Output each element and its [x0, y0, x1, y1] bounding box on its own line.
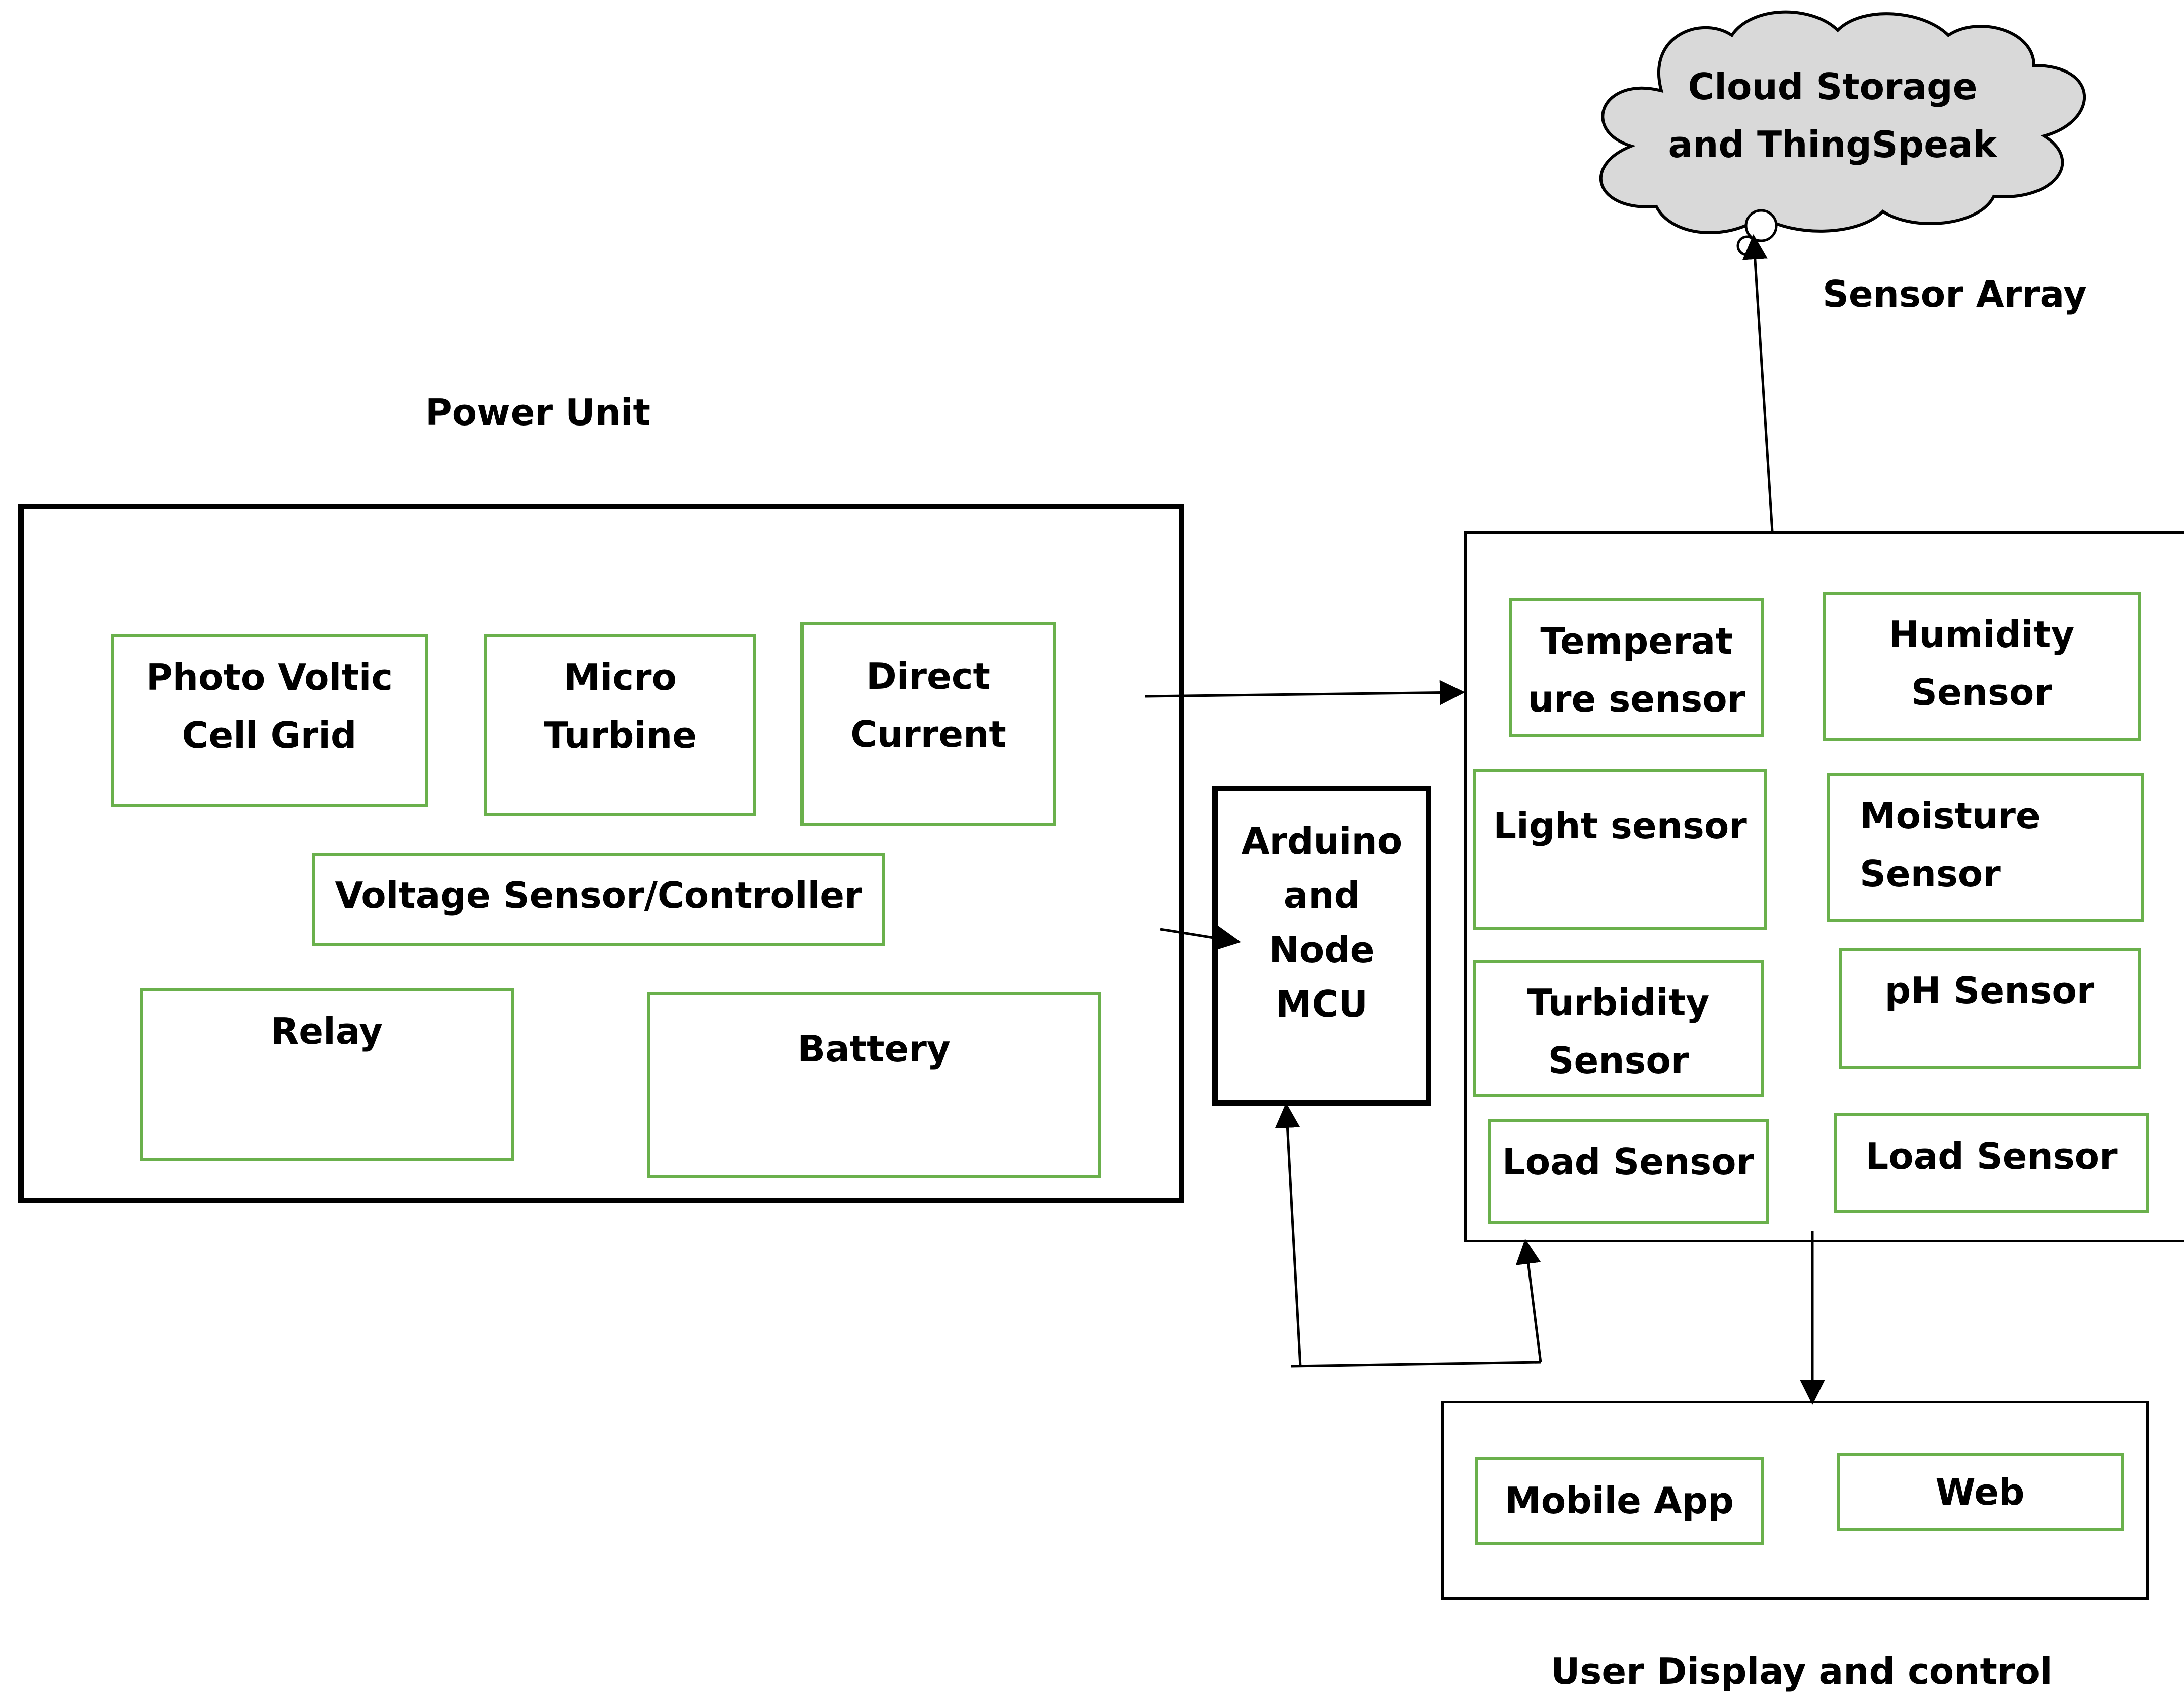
turbidity-sensor: Turbidity Sensor [1473, 960, 1764, 1097]
user-display-container [1441, 1401, 2149, 1600]
light-sensor: Light sensor [1473, 769, 1767, 930]
moisture-line2: Sensor [1860, 853, 2001, 895]
load-sensor-1-label: Load Sensor [1502, 1141, 1755, 1183]
ph-sensor-label: pH Sensor [1884, 969, 2095, 1012]
arduino-node-mcu: Arduino and Node MCU [1212, 786, 1431, 1106]
cloud-shape [1599, 10, 2086, 256]
relay: Relay [140, 988, 514, 1161]
light-sensor-label: Light sensor [1493, 805, 1747, 847]
power-unit-container [18, 504, 1184, 1203]
load-sensor-2-label: Load Sensor [1865, 1135, 2118, 1177]
temperature-line2: ure sensor [1527, 678, 1745, 721]
sensor-array-label: Sensor Array [1823, 273, 2087, 315]
power-unit-label: Power Unit [425, 391, 650, 434]
direct-current: Direct Current [800, 622, 1056, 826]
humidity-line2: Sensor [1911, 671, 2052, 714]
photovoltic-line2: Cell Grid [182, 714, 357, 757]
arrow-to-arduino-bottom [1275, 1103, 1302, 1367]
moisture-sensor: Moisture Sensor [1827, 773, 2144, 922]
arrow-to-sensor-array-bottom [1515, 1239, 1542, 1363]
arduino-line2: and [1283, 874, 1360, 916]
arduino-line3: Node [1269, 929, 1375, 971]
photovoltic-line1: Photo Voltic [145, 656, 393, 698]
load-sensor-2: Load Sensor [1834, 1113, 2149, 1213]
relay-label: Relay [270, 1010, 383, 1052]
arrow-sensors-to-cloud [1742, 234, 1774, 532]
micro-turbine-line2: Turbine [543, 714, 697, 757]
arduino-line1: Arduino [1241, 820, 1403, 862]
temperature-sensor: Temperat ure sensor [1509, 598, 1764, 737]
cloud-label: Cloud Storage and ThingSpeak [1631, 58, 2034, 174]
temperature-line1: Temperat [1540, 620, 1733, 662]
micro-turbine-line1: Micro [564, 656, 677, 698]
voltage-sensor-controller: Voltage Sensor/Controller [312, 853, 885, 946]
battery-label: Battery [797, 1028, 951, 1070]
load-sensor-1: Load Sensor [1488, 1119, 1769, 1224]
voltage-sensor-label: Voltage Sensor/Controller [335, 874, 862, 916]
arrow-power-to-arduino [1160, 926, 1241, 951]
turbidity-line1: Turbidity [1527, 981, 1710, 1024]
turbidity-line2: Sensor [1548, 1039, 1689, 1082]
web-label: Web [1935, 1470, 2025, 1513]
mobile-app-label: Mobile App [1505, 1479, 1734, 1522]
humidity-line1: Humidity [1888, 613, 2075, 656]
direct-current-line1: Direct [866, 655, 990, 697]
battery: Battery [647, 992, 1101, 1178]
ph-sensor: pH Sensor [1839, 948, 2141, 1069]
cloud-line2: and ThingSpeak [1668, 123, 1997, 166]
direct-current-line2: Current [850, 713, 1006, 756]
humidity-sensor: Humidity Sensor [1823, 592, 2141, 741]
moisture-line1: Moisture [1860, 795, 2041, 837]
mobile-app: Mobile App [1475, 1457, 1764, 1545]
sensor-array-container [1464, 531, 2184, 1242]
user-display-label: User Display and control [1551, 1650, 2053, 1692]
arduino-line4: MCU [1276, 983, 1368, 1025]
connector-bottom [1291, 1361, 1541, 1368]
arrow-power-to-sensors [1145, 680, 1465, 705]
micro-turbine: Micro Turbine [484, 634, 756, 816]
photovoltic-cell-grid: Photo Voltic Cell Grid [111, 634, 428, 807]
web: Web [1837, 1453, 2124, 1531]
cloud-line1: Cloud Storage [1688, 65, 1978, 108]
